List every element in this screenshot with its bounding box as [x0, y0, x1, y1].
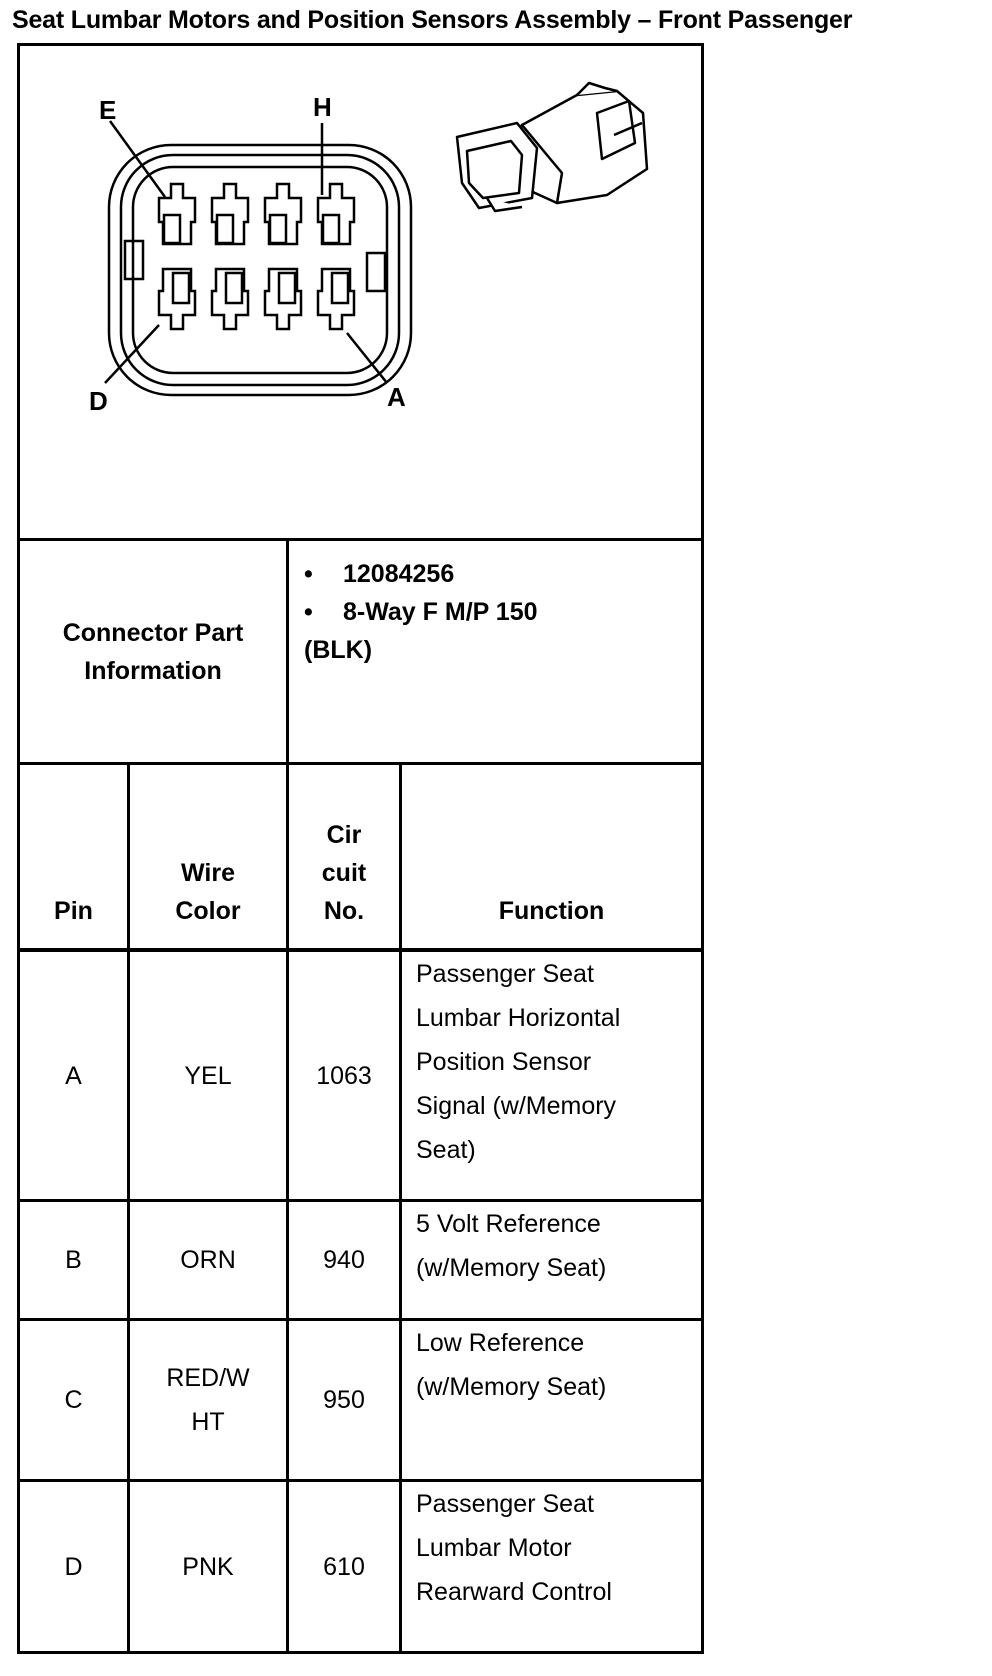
pin-cell: B — [65, 1246, 82, 1274]
circuit-cell: 610 — [323, 1552, 365, 1581]
column-divider-pin — [127, 762, 130, 1654]
bottom-row-cavities — [157, 267, 356, 331]
connector-outer-ring — [107, 143, 413, 397]
connector-3d-illustration — [455, 81, 649, 213]
pin-label-a: A — [387, 382, 406, 412]
pin-cell: C — [64, 1386, 83, 1414]
pin-cell: A — [65, 1061, 82, 1090]
header-circuit-number: Cir cuit No. — [321, 821, 367, 925]
connector-info-bullet-2: • — [304, 598, 313, 626]
function-cell: Passenger Seat Lumbar Horizontal Positio… — [416, 960, 621, 1164]
pin-label-h: H — [313, 92, 332, 122]
connector-info-label: Connector Part Information — [62, 618, 244, 685]
wire-color-cell: ORN — [180, 1246, 236, 1274]
function-cell: Low Reference (w/Memory Seat) — [416, 1329, 607, 1401]
connector-inner-ring — [131, 165, 389, 375]
connector-table-frame — [17, 43, 704, 1654]
column-divider-wire — [286, 762, 289, 1654]
connector-info-bullet-1: • — [304, 560, 313, 588]
divider-connector-info — [286, 538, 289, 764]
header-pin: Pin — [54, 897, 93, 925]
connector-part-number: 12084256 — [343, 560, 455, 588]
left-latch — [123, 239, 145, 281]
right-latch — [365, 251, 387, 293]
connector-description: 8-Way F M/P 150 — [343, 598, 538, 626]
top-row-cavities — [157, 182, 356, 246]
divider-header-bottom — [17, 948, 704, 952]
pin-label-e: E — [99, 95, 116, 125]
column-divider-circuit — [399, 762, 402, 1654]
connector-diagram: E H D A — [89, 81, 649, 416]
connector-middle-ring — [119, 153, 401, 387]
table-row: B — [20, 1202, 127, 1318]
pin-label-d: D — [89, 386, 108, 416]
divider-row-b — [17, 1318, 704, 1321]
divider-header — [17, 762, 704, 765]
divider-row-c — [17, 1479, 704, 1482]
header-function: Function — [498, 897, 605, 925]
leader-a — [346, 332, 388, 384]
divider-row-a — [17, 1199, 704, 1202]
wire-color-cell: RED/W HT — [166, 1364, 250, 1436]
wire-color-cell: PNK — [182, 1552, 234, 1581]
circuit-cell: 1063 — [316, 1061, 372, 1090]
divider-diagram — [17, 538, 704, 541]
table-row: D — [20, 1482, 127, 1651]
page-title: Seat Lumbar Motors and Position Sensors … — [12, 6, 853, 34]
circuit-cell: 940 — [323, 1246, 365, 1274]
wire-color-cell: YEL — [184, 1061, 232, 1090]
function-cell: Passenger Seat Lumbar Motor Rearward Con… — [416, 1490, 612, 1606]
pin-cell: D — [64, 1552, 83, 1581]
circuit-cell: 950 — [323, 1386, 365, 1414]
table-row: C — [20, 1321, 127, 1479]
leader-d — [104, 324, 160, 384]
header-wire-color: Wire Color — [175, 859, 241, 925]
leader-e — [108, 120, 167, 198]
function-cell: 5 Volt Reference (w/Memory Seat) — [416, 1210, 607, 1282]
connector-description-color: (BLK) — [304, 636, 373, 664]
table-row: A — [20, 952, 127, 1199]
